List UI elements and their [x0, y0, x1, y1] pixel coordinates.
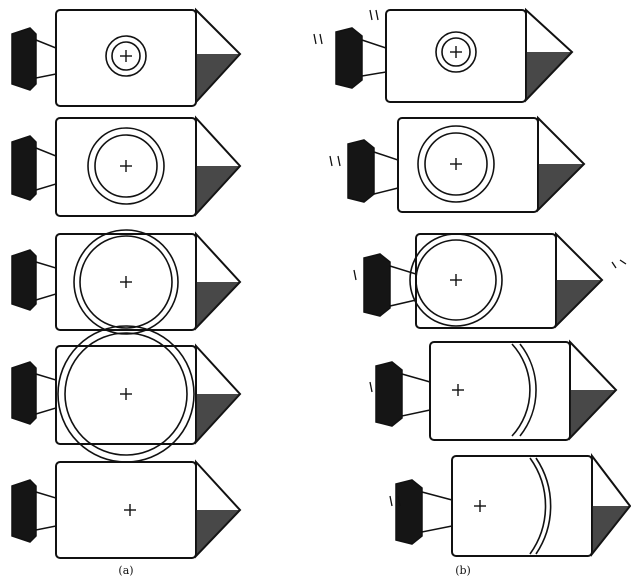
ship-a3 — [12, 230, 240, 334]
ship-a4 — [12, 326, 240, 462]
nozzle-icon — [12, 136, 36, 200]
nozzle-icon — [12, 362, 36, 424]
panel-b — [314, 10, 630, 556]
neck — [36, 40, 56, 78]
nozzle-icon — [376, 362, 402, 426]
nozzle-icon — [12, 480, 36, 542]
nozzle-icon — [12, 28, 36, 90]
ship-b5 — [390, 456, 630, 556]
nozzle-icon — [12, 250, 36, 310]
panel-a-label: (a) — [118, 564, 133, 577]
nozzle-icon — [348, 140, 374, 202]
ship-body — [398, 118, 538, 212]
ship-b2 — [330, 118, 584, 212]
ship-body — [452, 456, 592, 556]
nozzle-icon — [364, 254, 390, 316]
ship-a1 — [12, 10, 240, 106]
ship-a5 — [12, 462, 240, 558]
motion-marks — [370, 382, 372, 392]
nozzle-icon — [396, 480, 422, 544]
ship-b3 — [354, 234, 626, 328]
ship-b4 — [370, 342, 616, 440]
motion-marks — [330, 156, 340, 166]
ship-b1 — [314, 10, 572, 102]
panel-b-label: (b) — [455, 564, 471, 577]
ship-a2 — [12, 118, 240, 216]
panel-a — [12, 10, 240, 558]
ship-body — [430, 342, 570, 440]
nozzle-icon — [336, 28, 362, 88]
